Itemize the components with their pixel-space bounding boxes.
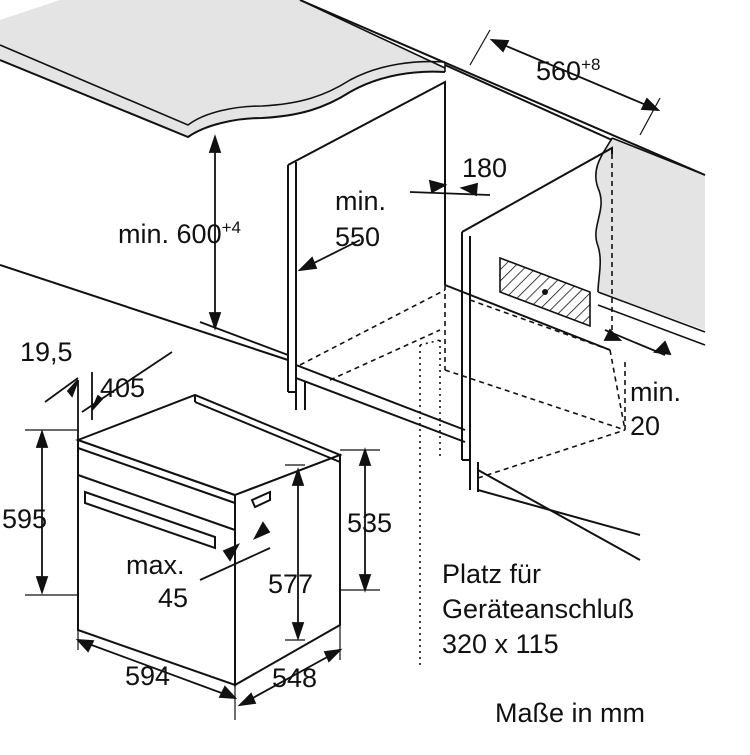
connection-space-line1: Platz für [442, 559, 542, 589]
oven-body [78, 395, 340, 685]
dim-niche-width-value: 560 [536, 56, 582, 86]
dim-oven-width: 594 [125, 661, 171, 691]
extension-lines [25, 30, 660, 720]
dim-niche-depth-prefix: min. [335, 186, 387, 216]
dim-handle-projection-prefix: max. [126, 550, 185, 580]
hidden-lines [300, 154, 625, 665]
dim-oven-height: 595 [2, 504, 48, 534]
dim-oven-depth: 548 [272, 663, 318, 693]
connection-box [500, 258, 590, 326]
dim-door-depth: 405 [100, 373, 146, 403]
dim-niche-height: min. 600+4 [118, 218, 241, 250]
dim-body-height-rear: 535 [347, 508, 393, 538]
dim-niche-depth-value: 550 [335, 222, 381, 252]
dim-front-panel-offset: 19,5 [20, 337, 73, 367]
connection-space-line2: Geräteanschluß [442, 594, 635, 624]
units-note: Maße in mm [495, 698, 646, 728]
dim-niche-width: 560+8 [536, 55, 600, 87]
dim-rear-gap-value: 20 [630, 411, 661, 441]
cabinet-niche [0, 0, 705, 560]
dim-niche-height-value: 600 [176, 219, 222, 249]
dim-handle-projection-value: 45 [158, 583, 189, 613]
countertop-right [596, 138, 705, 345]
dim-niche-height-tolerance: +4 [221, 218, 241, 237]
dim-rear-gap-prefix: min. [630, 377, 682, 407]
dim-niche-width-tolerance: +8 [581, 55, 601, 74]
dim-connection-offset: 180 [462, 153, 508, 183]
connection-space-line3: 320 x 115 [442, 629, 559, 659]
dim-body-height-front: 577 [268, 569, 314, 599]
dim-niche-height-prefix: min. [118, 219, 170, 249]
countertop-left [0, 0, 445, 137]
dimension-lines [37, 40, 670, 705]
